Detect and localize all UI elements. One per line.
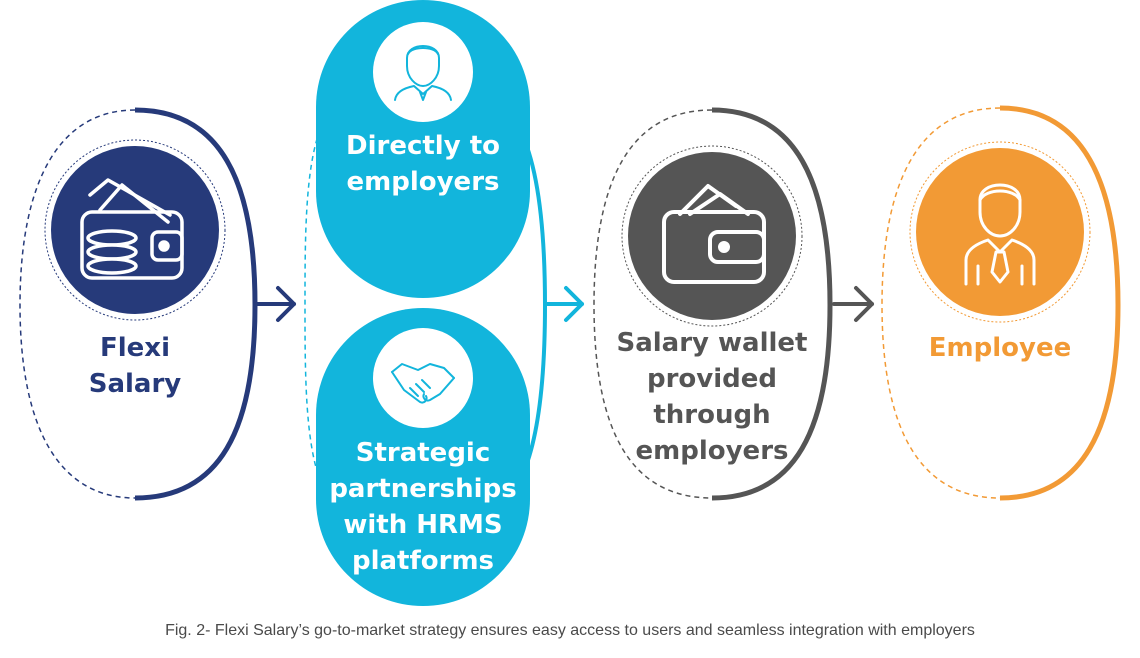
employee-icon xyxy=(964,183,1036,286)
direct-label: Directly to employers xyxy=(346,131,500,197)
flexi-salary-label: Flexi Salary xyxy=(88,333,182,399)
wallet-icon xyxy=(662,184,766,284)
businessman-icon xyxy=(394,45,452,101)
direct-node xyxy=(316,0,530,298)
flexi-salary-outline-dashed xyxy=(19,109,136,499)
flow-arrow-2 xyxy=(544,286,584,322)
figure-caption: Fig. 2- Flexi Salary’s go-to-market stra… xyxy=(165,622,975,639)
handshake-icon xyxy=(391,363,455,404)
employee-node xyxy=(881,105,1121,501)
wallet-cash-coins-icon xyxy=(80,178,184,280)
flow-arrow-1 xyxy=(254,286,296,322)
employee-label: Employee xyxy=(928,333,1072,363)
partnerships-label: Strategic partnerships with HRMS platfor… xyxy=(329,438,517,576)
salary-wallet-label: Salary wallet provided through employers xyxy=(616,328,808,466)
flow-arrow-3 xyxy=(832,286,874,322)
partnerships-node xyxy=(316,308,530,606)
flexi-salary-node xyxy=(19,107,258,501)
salary-wallet-node xyxy=(593,107,833,501)
